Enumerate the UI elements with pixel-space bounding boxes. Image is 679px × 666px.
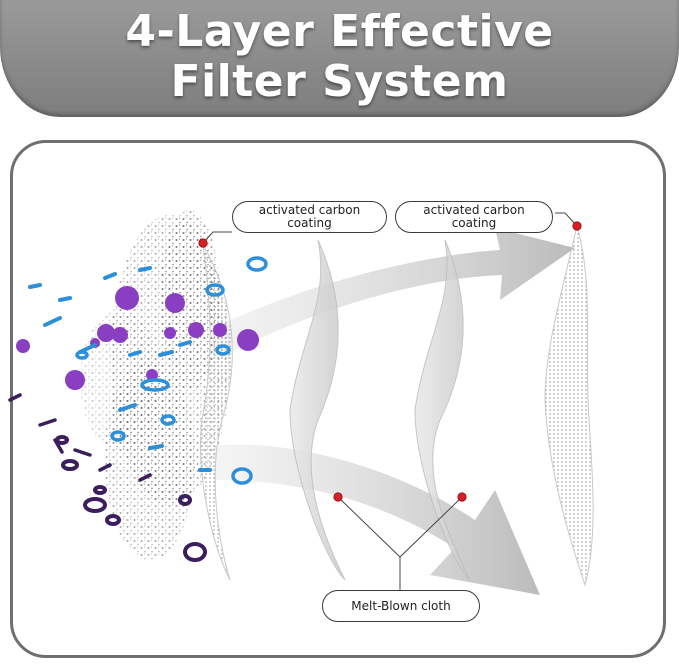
leader-carbon-right bbox=[555, 212, 578, 227]
page-title-line1: 4-Layer Effective bbox=[125, 6, 554, 57]
marker-meltblown-right bbox=[457, 492, 467, 502]
airflow-arrows bbox=[210, 228, 575, 595]
airflow-arrow-bottom bbox=[215, 444, 540, 595]
callout-meltblown-label: Melt-Blown cloth bbox=[351, 598, 451, 613]
marker-carbon-right bbox=[572, 221, 582, 231]
filter-layer-3 bbox=[414, 239, 471, 581]
page-title-line2: Filter System bbox=[170, 56, 509, 107]
callout-carbon-left: activated carbon coating bbox=[232, 201, 387, 233]
marker-carbon-left bbox=[198, 238, 208, 248]
callout-carbon-left-line1: activated carbon bbox=[258, 203, 361, 217]
callout-carbon-right: activated carbon coating bbox=[395, 201, 553, 233]
leader-meltblown-right bbox=[399, 496, 463, 558]
callout-meltblown: Melt-Blown cloth bbox=[322, 590, 480, 622]
filter-layer-2 bbox=[289, 239, 346, 581]
markers bbox=[198, 221, 582, 502]
marker-meltblown-left bbox=[333, 492, 343, 502]
dark-particles bbox=[55, 435, 207, 562]
dark-streaks bbox=[8, 393, 152, 482]
title-banner: 4-Layer Effective Filter System bbox=[0, 0, 679, 117]
blue-particles bbox=[75, 256, 268, 485]
airflow-arrow-top bbox=[210, 228, 575, 360]
callout-leaders bbox=[202, 212, 578, 590]
callout-carbon-right-line1: activated carbon bbox=[423, 203, 525, 217]
leader-meltblown-left bbox=[337, 496, 401, 558]
purple-particles bbox=[16, 286, 259, 390]
particles bbox=[8, 256, 268, 562]
leader-carbon-left bbox=[202, 231, 232, 244]
callout-carbon-right-line2: coating bbox=[451, 216, 497, 230]
callout-carbon-left-line2: coating bbox=[287, 216, 332, 230]
blue-streaks bbox=[28, 266, 212, 472]
filter-layer-4 bbox=[544, 225, 594, 587]
